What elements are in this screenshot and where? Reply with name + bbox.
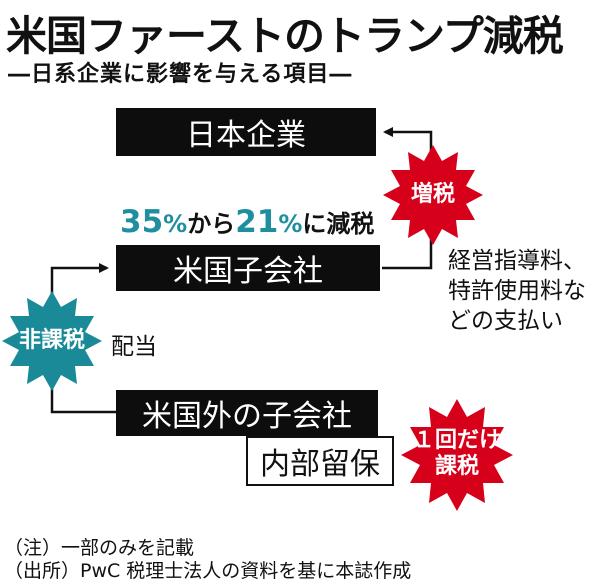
box-retained-earnings: 内部留保 [246, 436, 394, 486]
rate-connector: から [187, 210, 236, 238]
label-payments-line2: 特許使用料な [448, 278, 586, 304]
rate-suffix: に減税 [302, 210, 375, 238]
badge-taxed-once: １回だけ 課税 [407, 428, 507, 480]
label-payments-line3: どの支払い [448, 308, 563, 334]
label-dividend: 配当 [111, 334, 157, 360]
rate-from-unit: % [163, 210, 188, 238]
footer: （注）一部のみを記載 （出所）PwC 税理士法人の資料を基に本誌作成 [4, 537, 411, 583]
burst-increase [383, 145, 483, 245]
label-payments-line1: 経営指導料、 [448, 248, 586, 274]
tax-reduction-label: 35%から21%に減税 [120, 204, 374, 240]
badge-nontaxable: 非課税 [18, 328, 85, 353]
badge-taxed-once-line1: １回だけ [412, 428, 501, 453]
label-payments: 経営指導料、 特許使用料な どの支払い [448, 246, 586, 336]
badge-tax-increase: 増税 [410, 182, 455, 207]
rate-from: 35 [120, 204, 164, 240]
box-foreign-subsidiary: 米国外の子会社 [116, 390, 378, 436]
footer-source: （出所）PwC 税理士法人の資料を基に本誌作成 [4, 560, 412, 582]
page-subtitle: ―日系企業に影響を与える項目― [8, 62, 353, 87]
burst-once [401, 399, 513, 511]
rate-to-unit: % [278, 210, 303, 238]
badge-taxed-once-line2: 課税 [434, 454, 479, 479]
box-japan-company: 日本企業 [116, 108, 376, 156]
box-us-subsidiary: 米国子会社 [116, 245, 380, 291]
page-title: 米国ファーストのトランプ減税 [6, 12, 564, 60]
burst-nontax [2, 291, 102, 391]
footer-note: （注）一部のみを記載 [4, 537, 195, 559]
rate-to: 21 [235, 204, 279, 240]
